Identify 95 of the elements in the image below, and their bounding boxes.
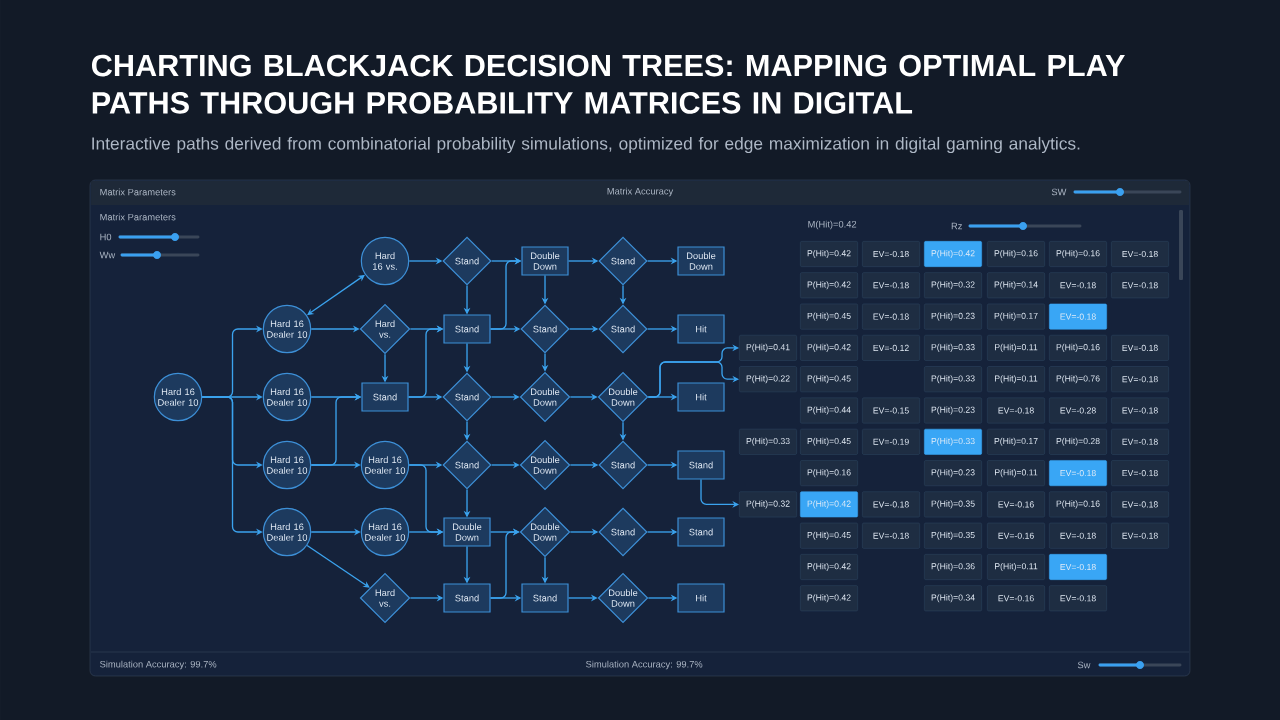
matrix-cell: EV=-0.18 — [1049, 522, 1107, 549]
matrix-cell: P(Hit)=0.42 — [800, 241, 858, 267]
slider-label: Sw — [1077, 661, 1091, 669]
matrix-cell: P(Hit)=0.41 — [739, 334, 797, 361]
highlighted-cell: EV=-0.18 — [1049, 460, 1107, 487]
matrix-cell: P(Hit)=0.32 — [739, 491, 797, 518]
matrix-cell: P(Hit)=0.36 — [924, 554, 982, 580]
slider-label: SW — [1051, 188, 1067, 196]
highlighted-cell: P(Hit)=0.42 — [924, 241, 982, 267]
matrix-cell: EV=-0.18 — [1049, 272, 1107, 299]
matrix-cell: EV=-0.18 — [1111, 491, 1169, 518]
matrix-cell: P(Hit)=0.16 — [987, 241, 1045, 267]
action-box: Double Down — [677, 246, 725, 276]
matrix-cell: EV=-0.15 — [862, 397, 920, 424]
action-box: Stand — [521, 583, 569, 613]
action-box: Stand — [677, 450, 725, 480]
matrix-cell: P(Hit)=0.45 — [800, 303, 858, 330]
arrow — [306, 544, 370, 588]
matrix-cell: P(Hit)=0.11 — [987, 554, 1045, 580]
matrix-cell: EV=-0.18 — [1111, 334, 1169, 361]
matrix-cell: P(Hit)=0.35 — [924, 522, 982, 549]
matrix-cell: P(Hit)=0.34 — [924, 585, 982, 612]
matrix-cell: P(Hit)=0.32 — [924, 272, 982, 299]
matrix-cell: EV=-0.18 — [1049, 585, 1107, 612]
slider-label: H0 — [100, 233, 112, 241]
matrix-cell: P(Hit)=0.28 — [1049, 428, 1107, 455]
action-box: Stand — [361, 382, 409, 412]
matrix-cell: EV=-0.16 — [987, 585, 1045, 612]
matrix-cell: P(Hit)=0.23 — [924, 460, 982, 487]
matrix-cell: EV=-0.18 — [1111, 397, 1169, 424]
matrix-cell: EV=-0.18 — [862, 272, 920, 299]
action-box: Double Down — [521, 246, 569, 276]
highlighted-cell: EV=-0.18 — [1049, 303, 1107, 330]
matrix-cell: P(Hit)=0.45 — [800, 522, 858, 549]
matrix-cell: P(Hit)=0.42 — [800, 554, 858, 580]
matrix-cell: P(Hit)=0.45 — [800, 366, 858, 393]
panel-heading: Matrix Accuracy — [607, 187, 674, 197]
matrix-cell: EV=-0.18 — [987, 397, 1045, 424]
matrix-cell: P(Hit)=0.35 — [924, 491, 982, 518]
subtitle: Interactive paths derived from combinatorial probability simulations, optimized for edge maximization in digital gaming analytics. — [92, 136, 1080, 154]
matrix-cell: EV=-0.16 — [987, 522, 1045, 549]
matrix-cell: P(Hit)=0.16 — [1049, 491, 1107, 518]
matrix-cell: EV=-0.18 — [1111, 366, 1169, 393]
matrix-cell: P(Hit)=0.16 — [1049, 334, 1107, 361]
action-box: Stand — [443, 314, 491, 344]
matrix-cell: EV=-0.18 — [1111, 460, 1169, 487]
action-box: Hit — [677, 382, 725, 412]
highlighted-cell: EV=-0.18 — [1049, 554, 1107, 580]
highlighted-cell: P(Hit)=0.42 — [800, 491, 858, 518]
matrix-cell: P(Hit)=0.14 — [987, 272, 1045, 299]
matrix-cell: EV=-0.18 — [1111, 241, 1169, 267]
action-box: Hit — [677, 314, 725, 344]
footer-text: Simulation Accuracy: 99.7% — [100, 660, 217, 670]
slider-label: Ww — [99, 251, 116, 259]
matrix-cell: P(Hit)=0.11 — [987, 366, 1045, 393]
matrix-cell: P(Hit)=0.42 — [800, 334, 858, 361]
matrix-cell: P(Hit)=0.33 — [924, 366, 982, 393]
matrix-cell: EV=-0.18 — [862, 522, 920, 549]
matrix-cell: P(Hit)=0.17 — [987, 303, 1045, 330]
title: CHARTING BLACKJACK DECISION TREES: MAPPING OPTIMAL PLAY PATHS THROUGH PROBABILITY MATRICES IN DIGITAL — [92, 54, 1125, 114]
panel-heading: Matrix Parameters — [100, 188, 176, 196]
highlighted-cell: P(Hit)=0.33 — [924, 428, 982, 455]
matrix-cell: P(Hit)=0.42 — [800, 272, 858, 299]
action-box: Hit — [677, 583, 725, 613]
matrix-cell: EV=-0.12 — [862, 334, 920, 361]
matrix-value: M(Hit)=0.42 — [808, 220, 857, 230]
matrix-cell: P(Hit)=0.44 — [800, 397, 858, 424]
action-box: Stand — [443, 583, 491, 613]
matrix-cell: P(Hit)=0.42 — [800, 585, 858, 612]
matrix-cell: EV=-0.18 — [1111, 272, 1169, 299]
action-box: Double Down — [443, 517, 491, 547]
matrix-cell: P(Hit)=0.45 — [800, 428, 858, 455]
matrix-cell: EV=-0.18 — [1111, 428, 1169, 455]
matrix-cell: EV=-0.18 — [862, 241, 920, 267]
matrix-cell: EV=-0.18 — [1111, 522, 1169, 549]
matrix-cell: P(Hit)=0.33 — [739, 428, 797, 455]
matrix-cell: EV=-0.16 — [987, 491, 1045, 518]
matrix-cell: P(Hit)=0.22 — [739, 366, 797, 393]
matrix-cell: P(Hit)=0.16 — [800, 460, 858, 487]
action-box: Stand — [677, 517, 725, 547]
slider-label: Rz — [951, 222, 962, 230]
matrix-cell: P(Hit)=0.17 — [987, 428, 1045, 455]
matrix-cell: P(Hit)=0.23 — [924, 303, 982, 330]
matrix-cell: P(Hit)=0.16 — [1049, 241, 1107, 267]
matrix-cell: EV=-0.28 — [1049, 397, 1107, 424]
matrix-cell: EV=-0.18 — [862, 303, 920, 330]
matrix-cell: P(Hit)=0.23 — [924, 397, 982, 424]
matrix-cell: P(Hit)=0.11 — [987, 334, 1045, 361]
panel-heading: Matrix Parameters — [100, 213, 176, 221]
matrix-cell: P(Hit)=0.11 — [987, 460, 1045, 487]
matrix-cell: EV=-0.19 — [862, 428, 920, 455]
footer-text: Simulation Accuracy: 99.7% — [586, 660, 703, 670]
matrix-cell: P(Hit)=0.33 — [924, 334, 982, 361]
matrix-cell: P(Hit)=0.76 — [1049, 366, 1107, 393]
matrix-cell: EV=-0.18 — [862, 491, 920, 518]
